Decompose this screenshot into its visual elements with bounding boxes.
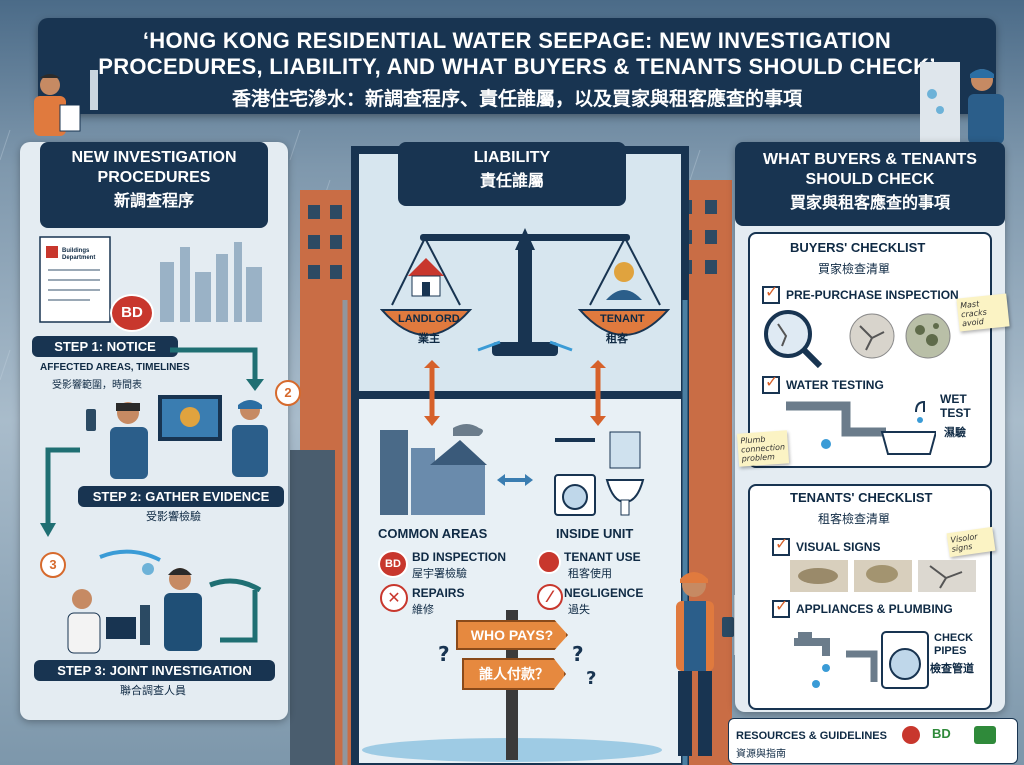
who-pays-sign-zh: 誰人付款？ [462,658,566,690]
step3-number: 3 [40,552,66,578]
title-chinese: 香港住宅滲水：新調查程序、責任誰屬，以及買家與租客應查的事項 [231,88,802,110]
step3-return-arrow [220,590,258,643]
water-testing-label: WATER TESTING [786,378,884,392]
negligence-label-zh: 過失 [568,603,590,616]
crack-inspection-illustration [764,310,951,368]
title-english: ‘HONG KONG RESIDENTIAL WATER SEEPAGE: NE… [98,28,936,79]
common-areas-label: COMMON AREAS [378,526,488,541]
pre-purchase-checkbox[interactable] [762,282,780,304]
liability-title-en: LIABILITY [473,149,551,166]
question-mark-icon: ? [438,642,450,666]
buyers-tenants-header: WHAT BUYERS & TENANTS SHOULD CHECK 買家與租客… [735,142,1005,226]
tap-and-washing-machine-illustration [794,631,929,689]
check-pipes-label: CHECK PIPES [934,632,974,657]
evidence-gathering-illustration [86,395,268,479]
investigation-procedures-header: NEW INVESTIGATION PROCEDURES 新調查程序 [40,142,268,228]
bd-inspection-label-zh: 屋宇署檢驗 [412,567,467,580]
tenant-use-label: TENANT USE [564,550,641,564]
buyers-checklist-title: BUYERS' CHECKLIST [790,240,926,255]
step1-desc-zh: 受影響範圍，時間表 [52,380,142,391]
water-testing-checkbox[interactable] [762,372,780,394]
tenant-label: TENANT [600,313,645,325]
negligence-label: NEGLIGENCE [564,586,644,600]
bd-badge-left: BD [110,294,154,332]
sticky-note-cracks: Mast cracks avoid [956,293,1010,332]
repairs-tools-icon: ✕ [380,584,408,612]
negligence-icon: ⁄ [537,584,563,610]
visual-signs-checkbox[interactable] [772,534,790,556]
step1-desc: AFFECTED AREAS, TIMELINES [40,362,190,373]
hk-government-logo-icon [902,726,920,744]
tenant-label-zh: 租客 [606,332,628,345]
step3-desc-zh: 聯合調查人員 [120,684,186,697]
wet-test-label-zh: 濕驗 [944,426,966,439]
appliances-checkbox[interactable] [772,596,790,618]
inspector-with-clipboard-illustration [34,70,98,136]
buyers-tenants-title-zh: 買家與租客應查的事項 [789,193,950,212]
liability-title-zh: 責任誰屬 [479,171,544,190]
tenants-checklist-title-zh: 租客檢查清單 [818,512,891,526]
liability-down-arrows [424,360,606,426]
skyline-and-notice-document-illustration [39,236,262,323]
title-banner: ‘HONG KONG RESIDENTIAL WATER SEEPAGE: NE… [38,18,996,114]
buyers-tenants-title-en: WHAT BUYERS & TENANTS SHOULD CHECK [763,151,977,188]
worker-checking-wall-illustration [920,62,1004,152]
check-pipes-label-zh: 檢查管道 [930,662,974,675]
bd-inspection-label: BD INSPECTION [412,550,507,564]
buyers-checklist-title-zh: 買家檢查清單 [818,262,891,276]
water-stain-samples-illustration [790,560,976,592]
repairs-label-zh: 維修 [412,603,434,616]
who-pays-sign: WHO PAYS? [456,620,568,650]
joint-investigation-illustration [67,549,262,654]
tenants-checklist-title: TENANTS' CHECKLIST [790,490,933,505]
step1-to-step2-arrow [170,347,264,391]
resources-title-zh: 資源與指南 [736,749,786,760]
visual-signs-label: VISUAL SIGNS [796,540,881,554]
buildings-department-doc-label: Buildings Department [62,248,96,261]
step1-title: STEP 1: NOTICE [32,336,178,357]
step2-number: 2 [275,380,301,406]
step2-to-step3-arrow [40,447,80,537]
bd-inspection-badge: BD [378,550,408,578]
bd-logo-icon: BD [932,726,951,741]
pipes-and-bathtub-illustration [786,400,936,455]
step2-desc-zh: 受影響檢驗 [146,510,201,523]
tenants-checklist-card [748,484,992,710]
tenant-use-icon [537,550,561,574]
resources-title: RESOURCES & GUIDELINES [736,730,887,742]
landlord-label: LANDLORD [398,313,460,325]
common-areas-and-inside-unit-illustration [380,424,645,516]
repairs-label: REPAIRS [412,586,465,600]
pre-purchase-label: PRE-PURCHASE INSPECTION [786,288,959,302]
inside-unit-label: INSIDE UNIT [556,526,634,541]
sticky-note-plumbing: Plumb connection problem [736,430,790,467]
resources-box[interactable] [728,718,1018,764]
housing-dept-logo-icon [974,726,996,744]
question-mark-icon: ? [572,642,584,666]
landlord-label-zh: 業主 [418,332,440,345]
appliances-label: APPLIANCES & PLUMBING [796,602,953,616]
liability-header: LIABILITY 責任誰屬 [398,142,626,206]
question-mark-icon: ? [586,668,597,689]
step3-title: STEP 3: JOINT INVESTIGATION [34,660,275,681]
scales-of-justice-illustration [380,228,670,356]
investigation-procedures-title-zh: 新調查程序 [113,191,194,210]
investigation-procedures-title-en: NEW INVESTIGATION PROCEDURES [71,149,237,186]
tenant-use-label-zh: 租客使用 [568,567,612,580]
wet-test-label: WET TEST [940,392,971,420]
step2-title: STEP 2: GATHER EVIDENCE [78,486,284,507]
